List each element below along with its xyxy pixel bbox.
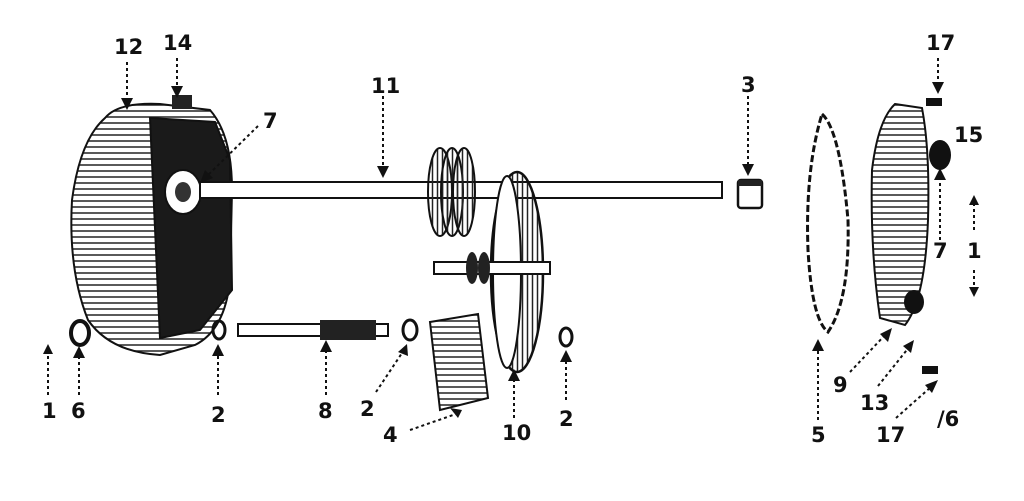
callout-7-right: 7 <box>933 239 948 263</box>
callout-15: 15 <box>954 123 983 147</box>
cover-cap <box>929 140 951 170</box>
callout-8: 8 <box>318 399 333 423</box>
callout-1-left: 1 <box>42 399 57 423</box>
callout-17-bottom: 17 <box>876 423 905 447</box>
callout-12: 12 <box>114 35 143 59</box>
cover-plate <box>870 102 930 327</box>
sleeve-shaft <box>237 320 389 340</box>
callout-1-right: 1 <box>967 239 982 263</box>
triple-gear <box>427 147 476 237</box>
counter-shaft <box>433 252 551 284</box>
block-insert <box>736 178 764 210</box>
washers <box>69 318 574 348</box>
callout-2-right: 2 <box>559 407 574 431</box>
callout-3: 3 <box>741 73 756 97</box>
cover-gasket <box>806 111 850 335</box>
fittings <box>922 98 942 374</box>
callout-9: 9 <box>833 373 848 397</box>
cluster-gear <box>428 312 490 412</box>
callout-17-top: 17 <box>926 31 955 55</box>
callout-10: 10 <box>502 421 531 445</box>
callout-13: 13 <box>860 391 889 415</box>
callout-7-left: 7 <box>263 109 278 133</box>
callout-2-left: 2 <box>211 403 226 427</box>
callout-2-mid: 2 <box>360 397 375 421</box>
callout-6-left: 6 <box>71 399 86 423</box>
callout-5: 5 <box>811 423 826 447</box>
callout-14: 14 <box>163 31 192 55</box>
callout-labels: 12 14 7 11 3 17 15 7 1 1 6 2 8 2 4 10 2 … <box>42 31 983 447</box>
callout-11: 11 <box>371 74 400 98</box>
callout-4: 4 <box>383 423 398 447</box>
leader-lines <box>43 58 979 431</box>
callout-6-right: /6 <box>937 407 959 431</box>
transmission-housing <box>70 95 234 357</box>
